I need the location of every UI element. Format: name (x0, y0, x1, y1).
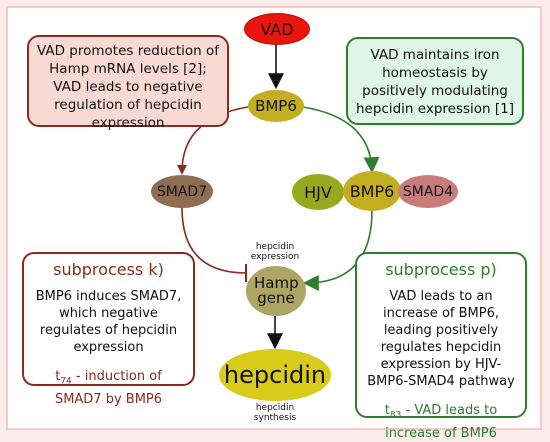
subprocess-k-description: BMP6 induces SMAD7, which negative regul… (35, 289, 182, 355)
vad-node: VAD (244, 13, 310, 45)
vad-positive-info-box: VAD maintains iron homeostasis by positi… (346, 37, 524, 125)
subprocess-p-t-text: - VAD leads to increase of BMP6 (385, 403, 498, 441)
vad-negative-info-text: VAD promotes reduction of Hamp mRNA leve… (37, 43, 219, 131)
smad7-label: SMAD7 (156, 183, 208, 200)
subprocess-k-transition: t74 - induction of SMAD7 by BMP6 (30, 368, 187, 408)
bmp6-node: BMP6 (248, 90, 304, 122)
hepcidin-synthesis-label: hepcidin synthesis (253, 403, 297, 423)
bmp6-complex-node: BMP6 (343, 171, 401, 211)
bmp6-label: BMP6 (255, 97, 297, 115)
arrow-bmp6-to-complex (302, 106, 380, 174)
subprocess-k-t-prefix: t (55, 369, 61, 384)
subprocess-k-t-sub: 74 (60, 376, 72, 387)
vad-positive-info-text: VAD maintains iron homeostasis by positi… (356, 47, 515, 117)
subprocess-k-title: subprocess k) (53, 260, 164, 279)
subprocess-k-t-text: - induction of SMAD7 by BMP6 (54, 369, 163, 407)
hamp-gene-node: Hamp gene (246, 266, 306, 316)
subprocess-p-box: subprocess p) VAD leads to an increase o… (355, 252, 527, 441)
subprocess-p-t-prefix: t (384, 403, 390, 418)
subprocess-p-t-sub: 83 (389, 410, 402, 421)
hjv-node: HJV (292, 174, 344, 210)
arrow-bmp6-to-smad7 (181, 106, 249, 173)
hepcidin-expression-label: hepcidin expression (250, 242, 300, 262)
vad-label: VAD (260, 19, 294, 39)
subprocess-p-description: VAD leads to an increase of BMP6, leadin… (367, 289, 515, 389)
subprocess-p-title: subprocess p) (385, 260, 497, 279)
smad4-node: SMAD4 (398, 175, 458, 208)
vad-negative-info-box: VAD promotes reduction of Hamp mRNA leve… (27, 35, 229, 131)
hjv-label: HJV (304, 182, 332, 202)
inhibition-smad7-to-hamp (181, 207, 247, 274)
subprocess-k-box: subprocess k) BMP6 induces SMAD7, which … (22, 252, 195, 407)
subprocess-p-transition: t83 - VAD leads to increase of BMP6 (363, 402, 519, 442)
hamp-gene-label: Hamp gene (254, 274, 299, 307)
smad4-label: SMAD4 (402, 183, 454, 200)
hepcidin-label: hepcidin (223, 361, 327, 389)
bmp6-complex-label: BMP6 (349, 181, 395, 201)
smad7-node: SMAD7 (151, 175, 213, 208)
hepcidin-node: hepcidin (219, 349, 331, 401)
